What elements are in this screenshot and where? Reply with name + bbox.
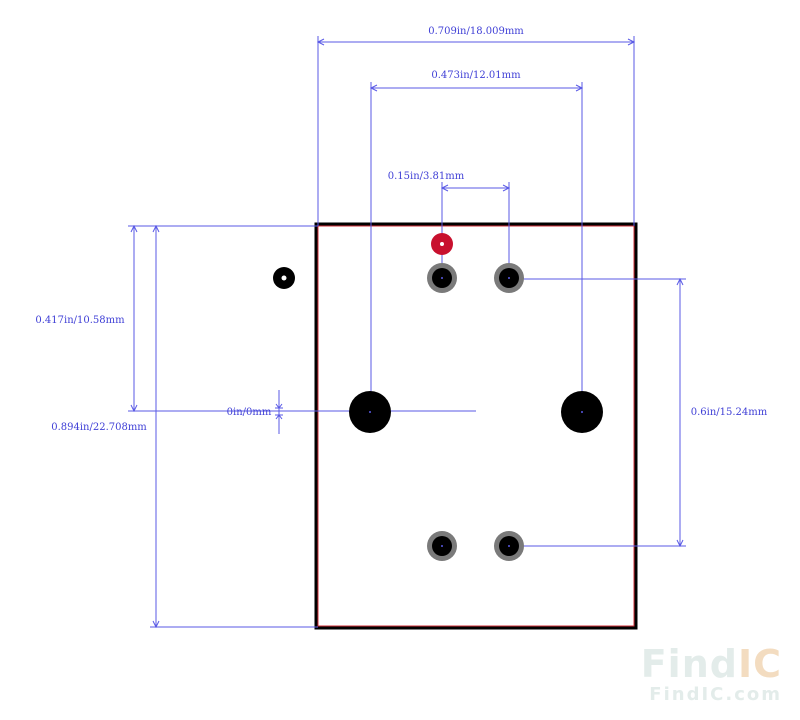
component-outline [314,222,638,630]
dimension-overall-width: 0.709in/18.009mm [316,26,636,226]
watermark-logo: FindIC [641,642,782,686]
dimension-top-to-center-label: 0.417in/10.58mm [35,315,125,326]
pad-large-left [349,391,391,433]
pad-top-left [427,263,457,293]
dimension-small-pad-pitch-label: 0.15in/3.81mm [388,171,465,182]
dimension-pad-row-spacing: 0.6in/15.24mm [509,277,768,548]
dimension-small-pad-pitch: 0.15in/3.81mm [388,171,511,278]
dimension-zero-offset-label: 0in/0mm [227,407,272,418]
pad-top-right [494,263,524,293]
pin1-marker [431,233,453,255]
dimension-top-to-center: 0.417in/10.58mm [35,224,476,413]
dimension-overall-width-label: 0.709in/18.009mm [428,26,524,37]
pad-bottom-left [427,531,457,561]
dimension-overall-height: 0.894in/22.708mm [51,224,318,629]
pad-bottom-right [494,531,524,561]
dimension-pad-row-spacing-label: 0.6in/15.24mm [691,407,768,418]
dimension-zero-offset: 0in/0mm [227,390,283,434]
pad-large-right [561,391,603,433]
watermark-url: FindIC.com [649,684,782,705]
dimension-large-pad-spacing: 0.473in/12.01mm [369,70,584,412]
watermark-logo-accent: IC [737,642,782,686]
reference-hole [273,267,295,289]
watermark-logo-main: Find [640,642,738,686]
dimension-large-pad-spacing-label: 0.473in/12.01mm [431,70,521,81]
dimension-overall-height-label: 0.894in/22.708mm [51,422,147,433]
